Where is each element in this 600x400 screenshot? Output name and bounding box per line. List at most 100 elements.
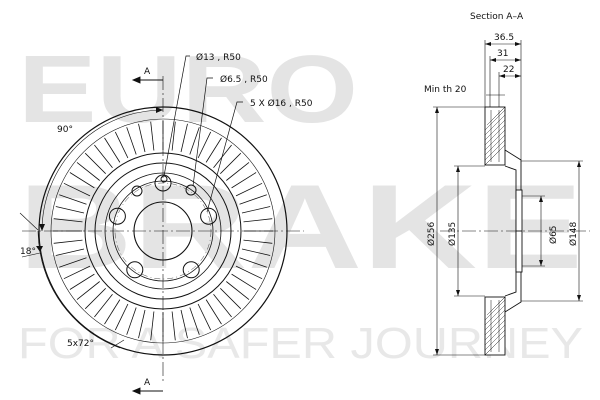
cooling-vane [235,182,263,197]
section-marker-top: A [144,67,151,77]
cooling-vane [69,172,95,189]
cooling-vane [239,194,267,205]
cooling-vane [150,311,155,341]
dim-31-label: 31 [497,49,508,59]
cooling-vane [53,239,83,244]
cooling-vane [235,265,263,280]
hatch-line [484,139,506,161]
cooling-vane [114,303,129,331]
cooling-vane [213,294,232,318]
cooling-vane [55,248,85,256]
bolt-hole [200,207,218,225]
cooling-vane [197,303,212,331]
friction-ring-bottom [484,296,506,356]
angle-90-arc [41,109,164,232]
hatch-line [484,319,506,341]
hatch-line [484,129,506,151]
cooling-vane [104,137,121,163]
cooling-vane [197,131,212,159]
hatch-line [484,329,506,351]
cooling-vane [241,206,271,214]
cooling-vane [53,218,83,223]
cooling-vane [150,121,155,151]
centre-lines [22,76,590,384]
hatch-line [484,124,506,146]
cooling-vane [76,281,100,300]
cooling-vane [59,257,87,268]
cooling-vane [231,273,257,290]
section-view [484,106,523,356]
hatch-line [484,114,506,136]
locating-hole [185,184,197,196]
watermark-euro: EURO [18,36,358,143]
angle-18-label: 18° [20,247,36,257]
cooling-vane [171,311,176,341]
cooling-vane [243,239,273,244]
dim-256-label: Ø256 [426,221,437,246]
bolt-label: 5 X Ø16 , R50 [250,98,313,109]
section-arrows [131,76,163,395]
cooling-vane [63,182,91,197]
cooling-vane [205,137,222,163]
cooling-vane [226,281,250,300]
dimension-arrows [435,42,581,355]
cooling-vane [226,162,250,181]
hatch-line [484,304,506,326]
cooling-vane [180,309,188,339]
cooling-vane [69,273,95,290]
leader-6-5 [192,77,213,187]
cooling-vane [94,294,113,318]
hatch-line [484,134,506,156]
watermark-brake: BRAKE [18,160,583,294]
cooling-vane [138,123,146,153]
cooling-vane [94,144,113,168]
bolt-hole [182,261,200,279]
cooling-vane [239,257,267,268]
cooling-vane [205,299,222,325]
locating-hole [131,185,143,197]
cooling-vane [114,131,129,159]
friction-ring-top [484,106,506,166]
angle-72-arc [39,251,121,349]
cooling-vane [104,299,121,325]
hatch-line [484,314,506,336]
cooling-vane [220,288,242,310]
bolt-hole [126,261,144,279]
leader-13 [163,55,190,177]
cooling-vane [126,307,137,335]
cooling-vane [59,194,87,205]
hole13-label: Ø13 , R50 [196,52,241,63]
cooling-vane [126,127,137,155]
hatch-line [484,119,506,141]
hatch-line [501,106,506,111]
cooling-vane [189,127,200,155]
angle-90-label: 90° [57,125,73,135]
min-thickness-label: Min th 20 [424,85,467,95]
hatch-line [484,334,506,356]
cooling-vane [189,307,200,335]
cooling-vane [76,162,100,181]
hatch-line [484,109,506,131]
hatch-line [484,324,506,346]
hatch-line [501,296,506,301]
section-title: Section A–A [470,12,524,22]
cooling-vane [213,144,232,168]
hole-leaders [163,55,243,213]
cooling-vane [138,309,146,339]
dim-65-label: Ø65 [548,225,559,244]
cooling-vane [84,288,106,310]
cooling-vane [243,218,273,223]
cooling-vane [84,152,106,174]
dim-148-label: Ø148 [568,221,579,246]
hole6-5-label: Ø6.5 , R50 [220,74,268,85]
cooling-vane [231,172,257,189]
bolt-hole [108,207,126,225]
dim-135-label: Ø135 [447,222,458,246]
dim-36-5-label: 36.5 [494,33,514,43]
leader-bolt [206,101,243,213]
watermark: EURO BRAKE [18,36,583,294]
hatch-line [484,144,506,166]
angle-5x72-label: 5x72° [67,339,94,349]
section-marker-bottom: A [144,378,151,388]
